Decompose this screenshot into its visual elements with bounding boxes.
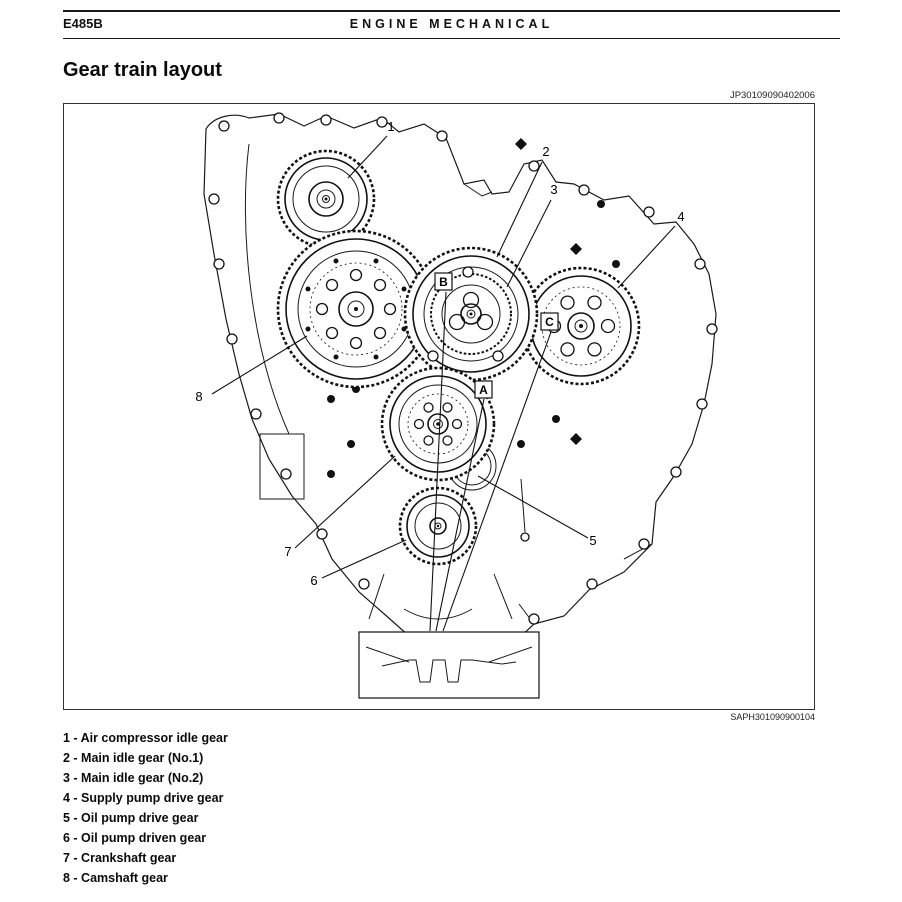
detail-line-a <box>435 398 485 632</box>
mesh-letter-a: A <box>474 380 493 399</box>
leader-line-3 <box>506 199 552 288</box>
leader-line-1 <box>347 135 388 179</box>
callout-7: 7 <box>284 544 291 559</box>
legend-item-4: 4 - Supply pump drive gear <box>63 791 224 805</box>
detail-line-c <box>442 331 552 632</box>
page-title: Gear train layout <box>63 59 222 81</box>
callout-6: 6 <box>310 573 317 588</box>
letter-a-label: A <box>479 383 488 397</box>
callout-2: 2 <box>542 144 549 159</box>
leader-line-7 <box>294 455 396 549</box>
legend-item-3: 3 - Main idle gear (No.2) <box>63 771 204 785</box>
figure-code: SAPH301090900104 <box>730 712 815 722</box>
callout-5: 5 <box>589 533 596 548</box>
callout-1: 1 <box>387 119 394 134</box>
legend-list: 1 - Air compressor idle gear 2 - Main id… <box>63 728 840 888</box>
mesh-letter-b: B <box>434 272 453 291</box>
legend-item-6: 6 - Oil pump driven gear <box>63 831 207 845</box>
callout-4: 4 <box>677 209 684 224</box>
figure-box: B C A <box>63 103 815 710</box>
model-code: E485B <box>63 16 103 31</box>
leader-line-5 <box>477 475 589 539</box>
gear-train-diagram: B C A <box>195 112 718 699</box>
mesh-letter-c: C <box>540 312 559 331</box>
callout-8: 8 <box>195 389 202 404</box>
callout-numbers: 1 2 3 4 5 6 7 8 <box>195 119 684 588</box>
leader-line-6 <box>321 539 407 579</box>
tooth-detail-box <box>358 631 540 699</box>
section-title: ENGINE MECHANICAL <box>349 17 554 31</box>
doc-code: JP30109090402006 <box>729 90 815 101</box>
leader-line-4 <box>617 225 676 289</box>
letter-c-label: C <box>545 315 554 329</box>
leader-lines <box>211 135 676 632</box>
legend-item-1: 1 - Air compressor idle gear <box>63 731 228 745</box>
letter-b-label: B <box>439 275 448 289</box>
legend-item-2: 2 - Main idle gear (No.1) <box>63 751 204 765</box>
callout-3: 3 <box>550 182 557 197</box>
page-header: E485B ENGINE MECHANICAL <box>63 10 840 39</box>
legend-item-7: 7 - Crankshaft gear <box>63 851 177 865</box>
gear-oil-pump-driven <box>398 486 478 566</box>
bolt-holes <box>208 112 718 662</box>
legend-item-8: 8 - Camshaft gear <box>63 871 168 885</box>
leader-line-2 <box>496 161 543 258</box>
legend-item-5: 5 - Oil pump drive gear <box>63 811 199 825</box>
detail-line-b <box>429 291 447 632</box>
leader-line-8 <box>211 335 308 395</box>
gear-crankshaft <box>380 366 496 482</box>
